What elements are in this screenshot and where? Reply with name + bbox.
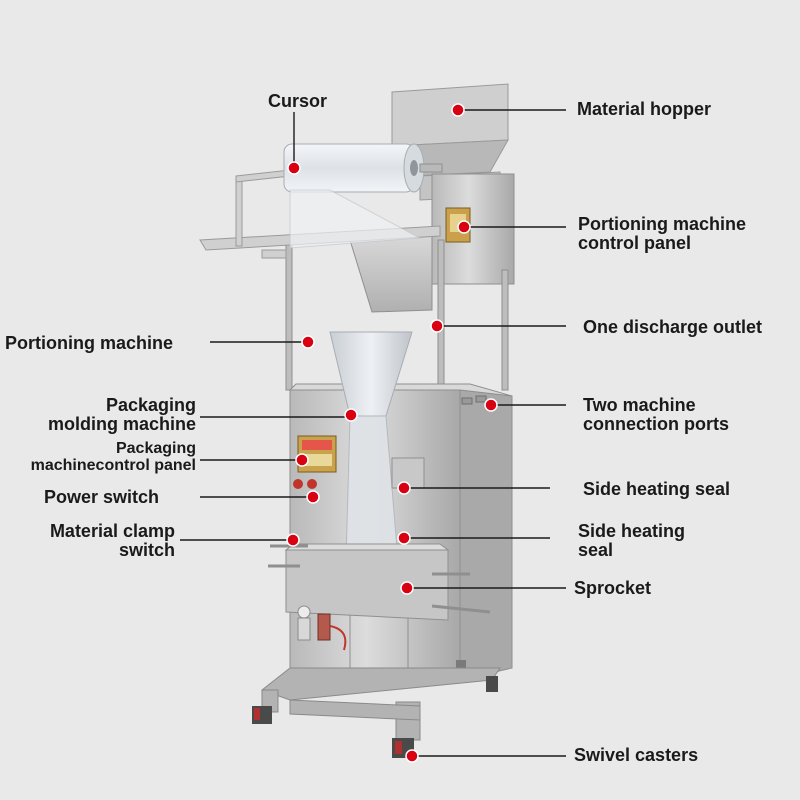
marker-material-clamp-switch [286, 533, 300, 547]
forming-tube-shape [329, 331, 425, 561]
marker-portioning-control-panel [457, 220, 471, 234]
label-side-heating-seal-2: Side heating seal [578, 521, 686, 560]
marker-swivel-casters [405, 749, 419, 763]
marker-material-hopper [451, 103, 465, 117]
connection-port-shapes [461, 395, 487, 405]
marker-power-switch [306, 490, 320, 504]
label-packaging-molding-machine: Packaging molding machine [47, 395, 196, 434]
caster-shapes [252, 676, 498, 758]
marker-cursor [287, 161, 301, 175]
base-shape [260, 667, 501, 741]
marker-portioning-machine [301, 335, 315, 349]
label-sprocket: Sprocket [574, 578, 652, 598]
sealing-box-shape [268, 543, 491, 621]
label-power-switch: Power switch [44, 487, 160, 507]
label-cursor: Cursor [268, 91, 328, 111]
marker-side-heating-seal-2 [397, 531, 411, 545]
machine-illustration [199, 83, 515, 758]
label-two-connection-ports: Two machine connection ports [583, 395, 730, 434]
label-side-heating-seal-1: Side heating seal [583, 479, 731, 499]
film-roll-shape [283, 143, 443, 193]
label-portioning-control-panel: Portioning machine control panel [578, 214, 747, 253]
upper-frame-shape [285, 239, 509, 391]
regulator-shape [297, 605, 347, 651]
marker-packaging-control-panel [295, 453, 309, 467]
marker-one-discharge-outlet [430, 319, 444, 333]
marker-sprocket [400, 581, 414, 595]
marker-packaging-molding-machine [344, 408, 358, 422]
film-web-shape [289, 189, 422, 249]
label-packaging-control-panel: Packaging machinecontrol panel [30, 440, 196, 474]
marker-dots [286, 103, 498, 763]
marker-side-heating-seal-1 [397, 481, 411, 495]
portioning-body-shape [349, 173, 515, 313]
label-one-discharge-outlet: One discharge outlet [583, 317, 763, 337]
label-material-clamp-switch: Material clamp switch [49, 521, 175, 560]
label-material-hopper: Material hopper [577, 99, 712, 119]
label-swivel-casters: Swivel casters [574, 745, 699, 765]
label-portioning-machine: Portioning machine [5, 333, 174, 353]
marker-two-connection-ports [484, 398, 498, 412]
leader-lines [180, 109, 566, 757]
